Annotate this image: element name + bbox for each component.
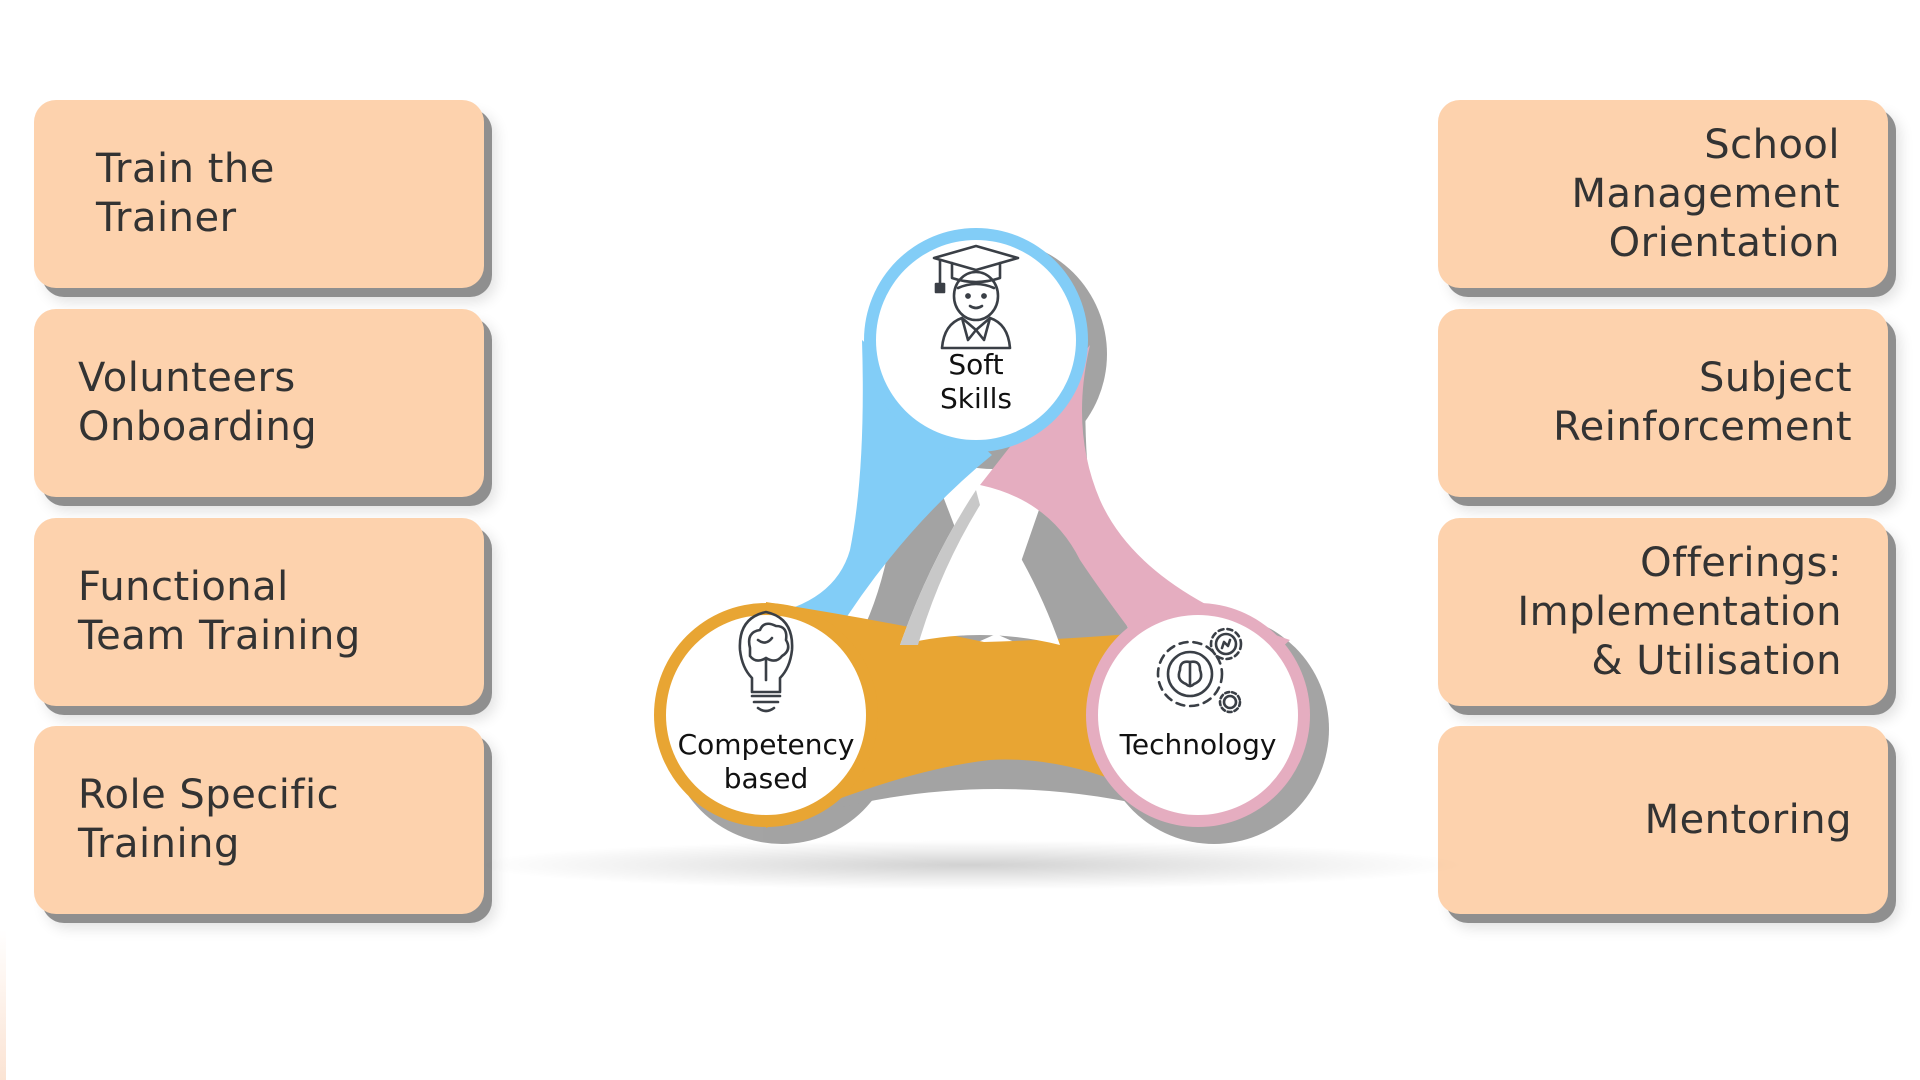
brain-gear-icon [1156,627,1243,714]
card-subject-reinforcement: Subject Reinforcement [1438,309,1888,497]
competency-hub [666,615,866,815]
edge-decoration [0,930,6,1080]
triad-shapes [654,228,1329,844]
card-label: Offerings: Implementation & Utilisation [1517,539,1842,684]
competency-arm [766,602,1160,828]
card-label: Role Specific Training [78,772,340,867]
center-hole [900,490,1060,645]
triad-diagram: Soft Skills Competency based Technology [600,200,1360,920]
ground-shadow [470,840,1470,890]
card-mentoring: Mentoring [1438,726,1888,914]
card-train-the-trainer: Train the Trainer [34,100,484,288]
card-functional-team-training: Functional Team Training [34,518,484,706]
card-offerings-implementation: Offerings: Implementation & Utilisation [1438,518,1888,706]
card-label: Train the Trainer [96,146,275,241]
card-role-specific-training: Role Specific Training [34,726,484,914]
technology-label: Technology [1119,728,1277,761]
brain-lightbulb-icon [738,610,794,713]
card-label: Volunteers Onboarding [78,355,318,450]
card-label: Subject Reinforcement [1553,355,1852,450]
card-label: Mentoring [1644,796,1852,843]
card-school-management-orientation: School Management Orientation [1438,100,1888,288]
soft-skills-hub [876,240,1076,440]
card-label: Functional Team Training [78,564,361,659]
graduate-student-icon [932,244,1020,350]
card-volunteers-onboarding: Volunteers Onboarding [34,309,484,497]
card-label: School Management Orientation [1571,121,1840,266]
technology-hub [1098,615,1298,815]
soft-skills-label: Soft Skills [940,348,1012,415]
competency-label: Competency based [677,728,855,795]
